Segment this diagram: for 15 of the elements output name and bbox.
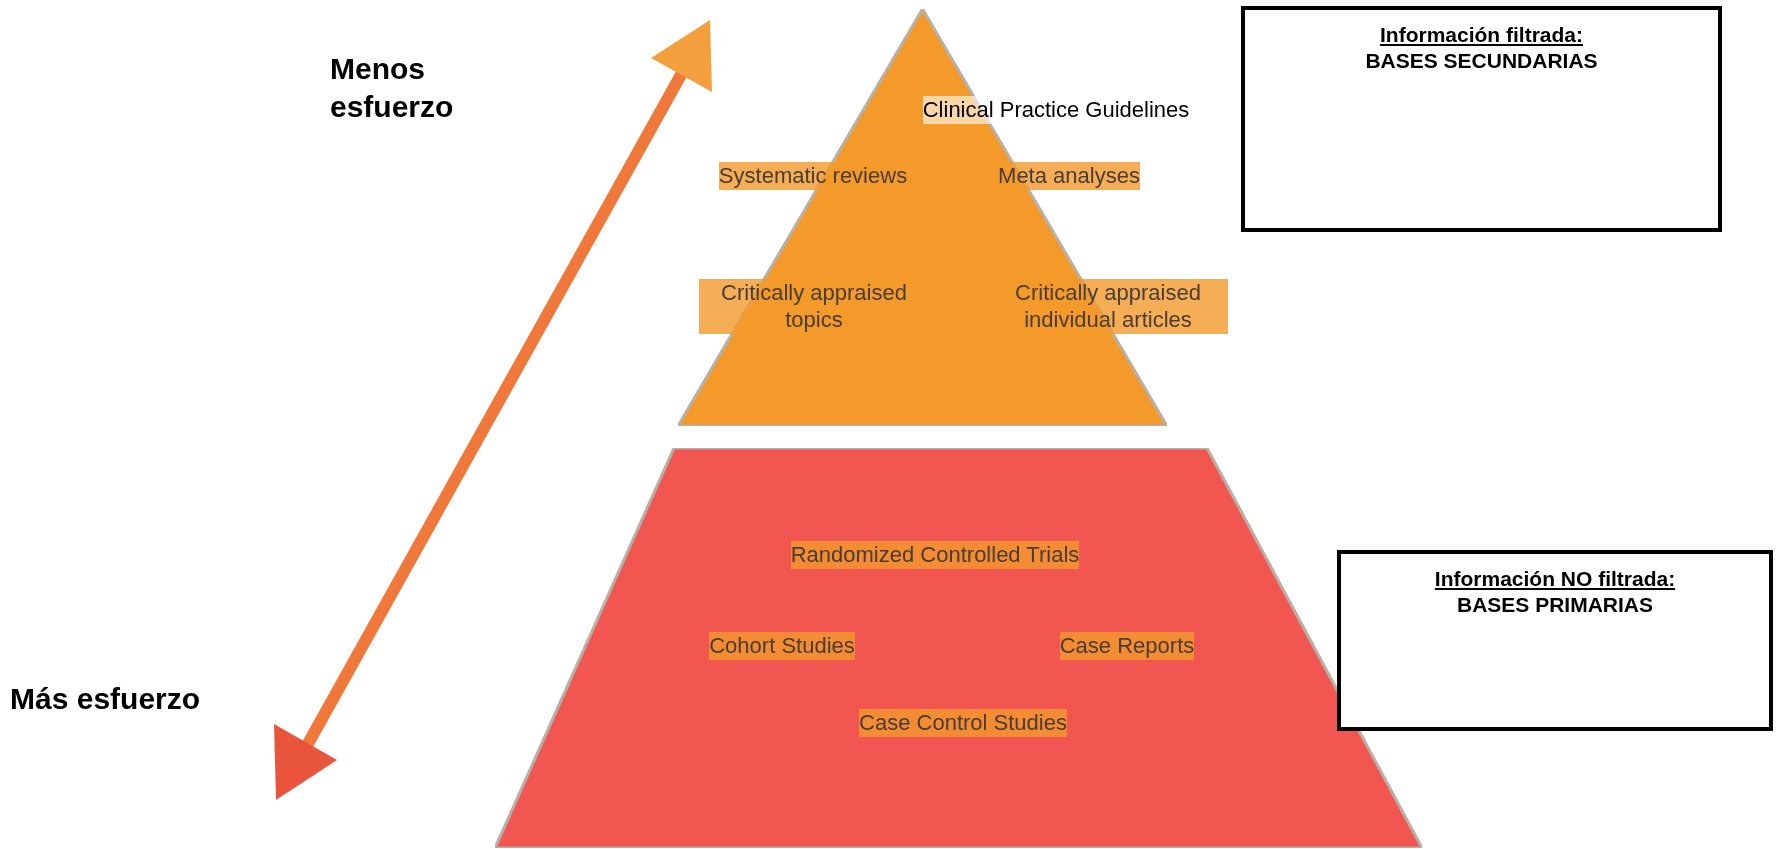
effort-label: Más esfuerzo	[10, 681, 202, 717]
info-box	[1337, 550, 1773, 731]
info-heading: Información filtrada:	[1380, 22, 1583, 48]
info-box	[1241, 6, 1722, 232]
level-label: Cohort Studies	[709, 632, 855, 660]
level-label: Clinical Practice Guidelines	[922, 96, 1190, 124]
level-label: Case Reports	[1059, 632, 1195, 660]
info-heading: Información NO filtrada:	[1434, 566, 1676, 592]
level-label: Randomized Controlled Trials	[790, 541, 1080, 569]
level-label: Systematic reviews	[718, 162, 908, 190]
level-label: Meta analyses	[998, 162, 1140, 190]
info-text: BASES PRIMARIAS	[1457, 592, 1653, 619]
info-text: BASES SECUNDARIAS	[1365, 48, 1598, 75]
effort-label: Menos esfuerzo	[330, 51, 455, 125]
level-label: Case Control Studies	[859, 709, 1067, 737]
